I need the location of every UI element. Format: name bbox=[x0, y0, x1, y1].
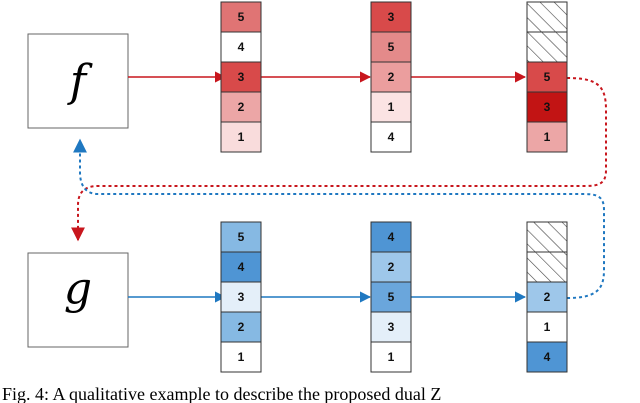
blue-dashed-feedback-arrow bbox=[73, 138, 605, 299]
red-dashed-feedback-arrow bbox=[71, 77, 607, 242]
stack-cell-label: 3 bbox=[238, 290, 245, 304]
stack-cell-label: 2 bbox=[238, 320, 245, 334]
stack-cell-label: 5 bbox=[238, 230, 245, 244]
top-stack-2: 3 5 2 1 4 bbox=[370, 1, 412, 153]
bottom-stack-1: 5 4 3 2 1 bbox=[220, 221, 262, 373]
stack-cell-label: 5 bbox=[238, 10, 245, 24]
stack-cell bbox=[526, 311, 568, 343]
stack-cell-empty bbox=[526, 1, 568, 33]
stack-cell-label: 5 bbox=[388, 40, 395, 54]
stack-cell-label: 3 bbox=[388, 320, 395, 334]
function-box-f bbox=[27, 33, 129, 129]
stack-cell-label: 4 bbox=[388, 230, 395, 244]
stack-cell bbox=[526, 341, 568, 373]
stack-cell-label: 2 bbox=[544, 290, 551, 304]
top-stack-1: 5 4 3 2 1 bbox=[220, 1, 262, 153]
stack-cell-label: 3 bbox=[238, 70, 245, 84]
stack-cell-label: 1 bbox=[388, 100, 395, 114]
stack-cell bbox=[220, 31, 262, 63]
bottom-stack-3: 2 1 4 bbox=[526, 221, 568, 373]
stack-cell bbox=[370, 281, 412, 313]
stack-cell bbox=[220, 281, 262, 313]
stack-cell-label: 5 bbox=[544, 70, 551, 84]
function-label-g: g bbox=[64, 263, 92, 314]
stack-cell-label: 2 bbox=[388, 70, 395, 84]
stack-cell bbox=[220, 311, 262, 343]
stack-cell-label: 1 bbox=[544, 130, 551, 144]
stack-cell bbox=[526, 61, 568, 93]
stack-cell-label: 4 bbox=[238, 260, 245, 274]
function-box-g bbox=[27, 252, 129, 348]
stack-cell-empty bbox=[526, 31, 568, 63]
stack-cell bbox=[220, 1, 262, 33]
figure-caption: Fig. 4: A qualitative example to describ… bbox=[2, 384, 442, 403]
stack-cell bbox=[220, 121, 262, 153]
stack-cell-label: 1 bbox=[238, 350, 245, 364]
stack-cell-label: 3 bbox=[388, 10, 395, 24]
stack-cell bbox=[370, 251, 412, 283]
stack-cell-label: 1 bbox=[388, 350, 395, 364]
stack-cell-label: 2 bbox=[238, 100, 245, 114]
stack-cell-label: 3 bbox=[544, 100, 551, 114]
stack-cell-empty bbox=[526, 221, 568, 253]
stack-cell bbox=[220, 251, 262, 283]
stack-cell bbox=[526, 91, 568, 123]
stacks-layer: 5 4 3 2 1 3 5 2 1 4 5 3 1 5 4 3 2 1 4 2 5 3 1 2 1 4 bbox=[220, 1, 568, 373]
stack-cell bbox=[220, 61, 262, 93]
stack-cell-label: 1 bbox=[544, 320, 551, 334]
top-stack-3: 5 3 1 bbox=[526, 1, 568, 153]
stack-cell bbox=[370, 61, 412, 93]
stack-cell bbox=[526, 121, 568, 153]
stack-cell bbox=[370, 341, 412, 373]
stack-cell bbox=[220, 341, 262, 373]
bottom-stack-2: 4 2 5 3 1 bbox=[370, 221, 412, 373]
stack-cell-label: 5 bbox=[388, 290, 395, 304]
stack-cell bbox=[370, 121, 412, 153]
stack-cell-label: 4 bbox=[544, 350, 551, 364]
stack-cell-label: 4 bbox=[388, 130, 395, 144]
stack-cell-label: 4 bbox=[238, 40, 245, 54]
stack-cell-label: 1 bbox=[238, 130, 245, 144]
stack-cell-empty bbox=[526, 251, 568, 283]
stack-cell-label: 2 bbox=[388, 260, 395, 274]
